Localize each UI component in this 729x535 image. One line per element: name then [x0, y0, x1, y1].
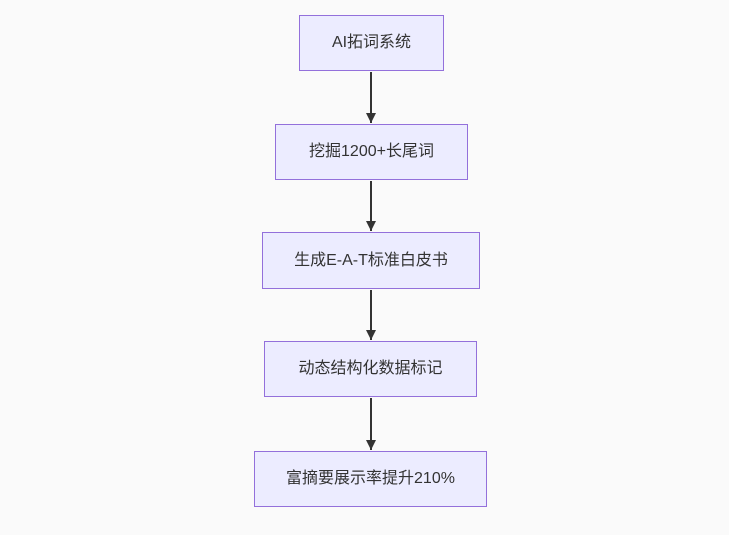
flowchart-node-ai-system: AI拓词系统 — [299, 15, 444, 71]
flowchart-node-longtail-keywords: 挖掘1200+长尾词 — [275, 124, 468, 180]
flowchart-node-structured-data: 动态结构化数据标记 — [264, 341, 477, 397]
flowchart-node-rich-snippet-result: 富摘要展示率提升210% — [254, 451, 487, 507]
flowchart-node-eat-whitepaper: 生成E-A-T标准白皮书 — [262, 232, 480, 289]
